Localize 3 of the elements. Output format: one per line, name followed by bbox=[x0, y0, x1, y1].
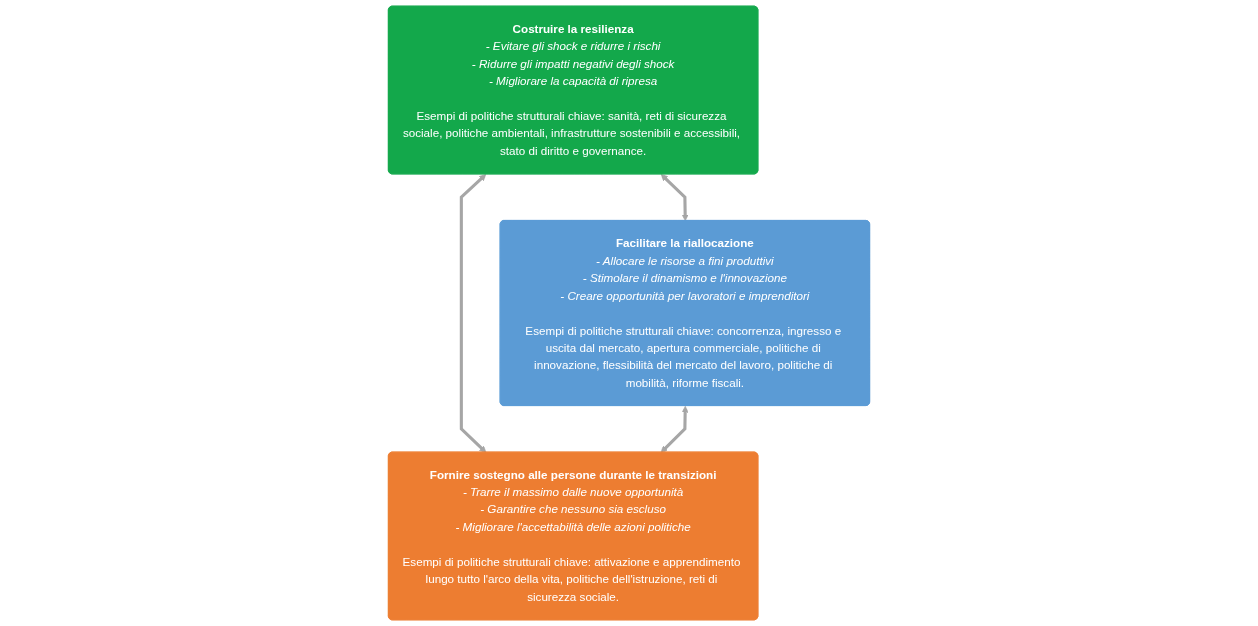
arrow bbox=[660, 174, 689, 222]
arrow bbox=[459, 174, 487, 453]
arrow bbox=[660, 405, 689, 453]
